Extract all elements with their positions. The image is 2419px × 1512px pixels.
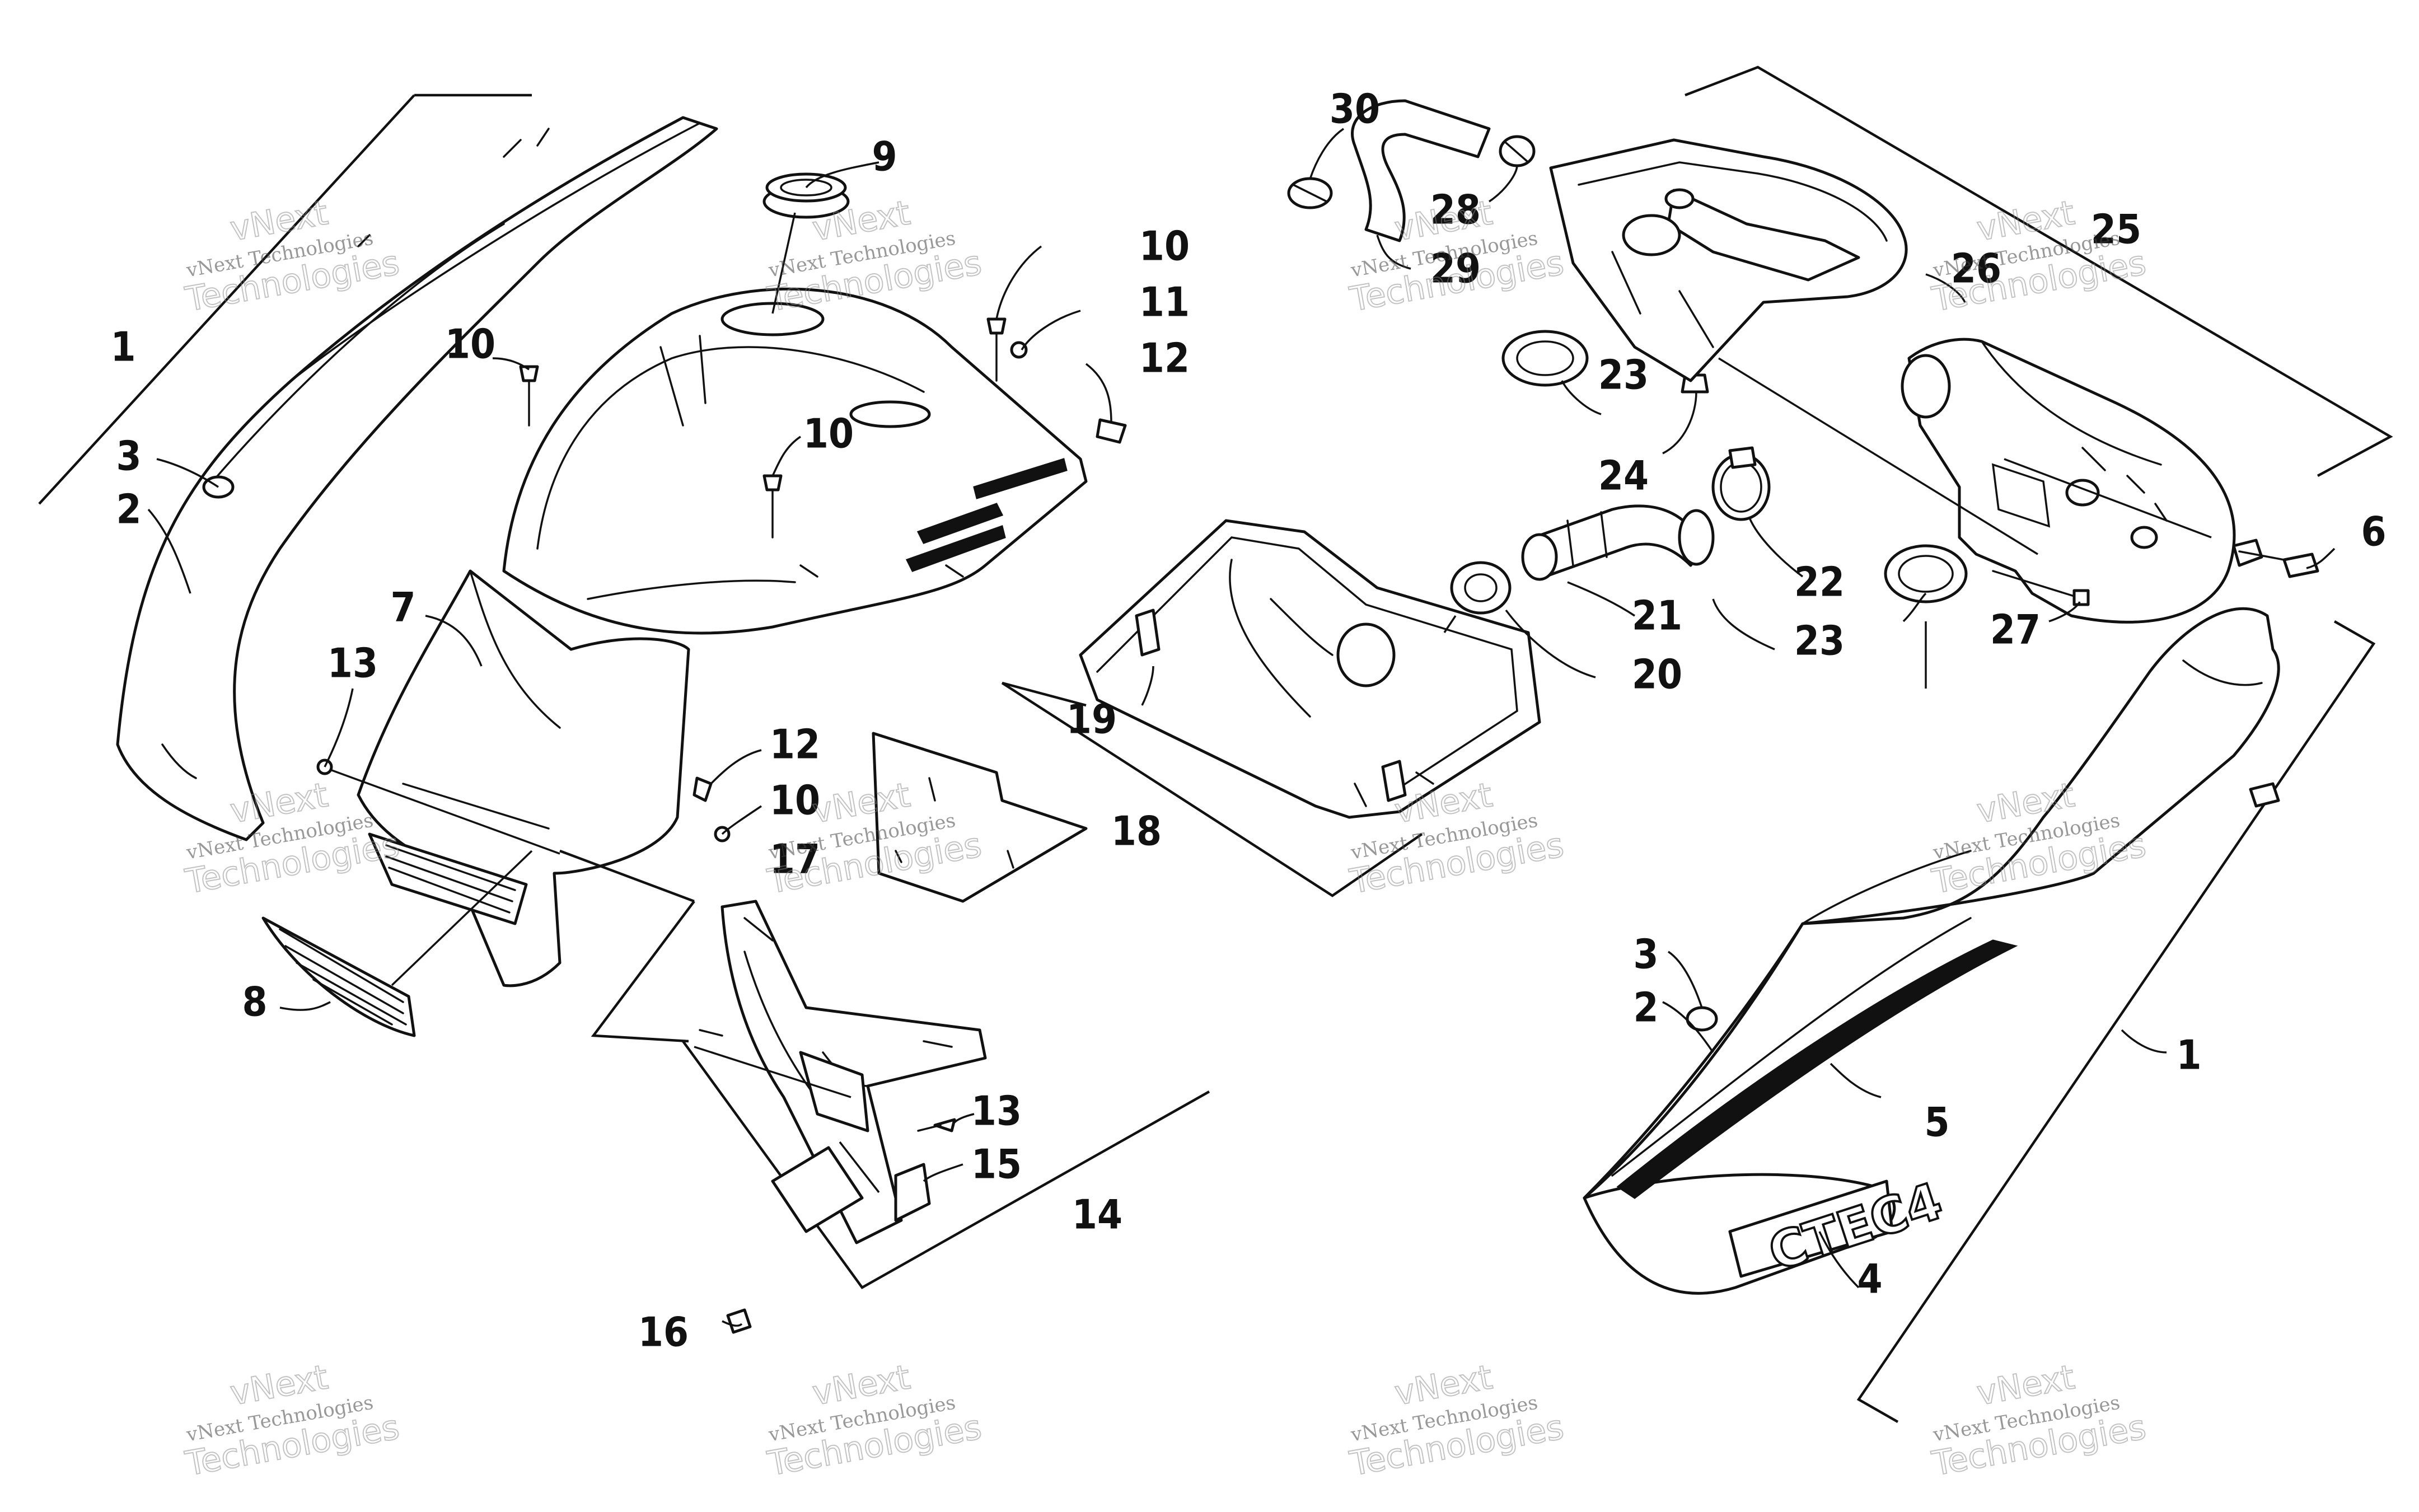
callout-13-a: 13	[327, 640, 378, 687]
callout-30: 30	[1330, 86, 1380, 133]
leaders-right-panel	[1662, 951, 2167, 1289]
watermark-r3c2: vNext vNext Technologies Technologies	[764, 1357, 985, 1484]
watermark-r3c1: vNext vNext Technologies Technologies	[182, 1357, 403, 1484]
callout-6: 6	[2361, 508, 2386, 555]
bracket-part-14	[591, 900, 1210, 1289]
bracket-part-25	[1685, 65, 2393, 477]
callout-labels: 1 3 2 10 9 10 11 12 10 7 13 12 10 17 8 1…	[110, 86, 2386, 1356]
part-22-clamp	[1711, 446, 1771, 521]
part-20-boot	[1450, 561, 1512, 615]
watermark-r3c3: vNext vNext Technologies Technologies	[1346, 1357, 1568, 1484]
callout-2-right: 2	[1633, 984, 1658, 1031]
watermark-r2c1: vNext vNext Technologies Technologies	[182, 775, 403, 902]
watermark-r1c1: vNext vNext Technologies Technologies	[182, 193, 403, 320]
callout-3-left: 3	[116, 433, 141, 480]
callout-23-a: 23	[1598, 352, 1649, 399]
part-18-airbox	[1079, 519, 1541, 819]
nose-cowl	[357, 569, 690, 987]
bracket-part-18	[1001, 681, 1423, 897]
fastener-27	[1992, 570, 2090, 606]
part-8-grille	[261, 916, 416, 1037]
callout-29: 29	[1430, 245, 1481, 292]
right-side-panel: CTEC4	[1583, 607, 2280, 1295]
leaders-left	[147, 161, 1112, 1011]
callout-19: 19	[1066, 696, 1117, 743]
callout-11: 11	[1139, 279, 1190, 326]
callout-7: 7	[390, 584, 415, 631]
callout-10-b: 10	[1139, 223, 1190, 270]
part-14-lower-panel	[699, 900, 987, 1244]
callout-10-d: 10	[770, 777, 820, 824]
part-17-patch	[872, 732, 1088, 903]
callout-12-a: 12	[1139, 335, 1190, 382]
callout-12-b: 12	[770, 721, 820, 768]
callout-8: 8	[242, 979, 267, 1026]
callout-14: 14	[1072, 1191, 1122, 1238]
callout-9: 9	[872, 133, 897, 180]
part-9-grommet	[762, 172, 850, 219]
callout-13-b: 13	[971, 1088, 1022, 1135]
fasteners-14	[726, 1118, 956, 1334]
part-25-intake	[1549, 138, 1908, 382]
callout-17: 17	[770, 836, 820, 883]
part-23a-boot	[1501, 330, 1589, 387]
callout-3-right: 3	[1633, 931, 1658, 978]
callout-5: 5	[1924, 1099, 1949, 1146]
callout-10-c: 10	[803, 410, 854, 457]
callout-16: 16	[638, 1309, 689, 1356]
callout-23-b: 23	[1794, 617, 1845, 664]
callout-21: 21	[1632, 592, 1682, 639]
leaders-right	[1712, 273, 2336, 689]
part-6-clip	[2232, 539, 2319, 578]
callout-28: 28	[1430, 186, 1481, 233]
callout-2-left: 2	[116, 486, 141, 533]
callout-27: 27	[1990, 606, 2041, 653]
callout-10-a: 10	[445, 321, 495, 368]
leaders-duct	[1443, 319, 1804, 678]
callout-26: 26	[1951, 245, 2001, 292]
part-30-hose	[1287, 99, 1491, 242]
part-23b-boot	[1884, 544, 1968, 603]
callout-1-left: 1	[110, 324, 135, 371]
part-21-duct	[1521, 504, 1715, 581]
leaders-hose	[1309, 128, 1518, 270]
callout-15: 15	[971, 1141, 1022, 1188]
leaders-14	[694, 1046, 975, 1327]
leader-19	[1141, 666, 1154, 706]
bracket-part-14b	[559, 849, 695, 903]
callout-22: 22	[1794, 559, 1845, 606]
left-side-panel	[116, 116, 718, 841]
callout-4: 4	[1857, 1256, 1882, 1303]
bracket-part-1-left	[38, 93, 532, 505]
part-28-clamp	[1499, 135, 1536, 167]
callout-25: 25	[2091, 206, 2141, 253]
callout-20: 20	[1632, 651, 1682, 698]
right-intake-body	[1901, 338, 2236, 624]
fasteners-left	[316, 317, 1127, 842]
watermark-r3c4: vNext vNext Technologies Technologies	[1929, 1357, 2150, 1484]
bracket-part-1-right	[1856, 620, 2376, 1423]
callout-1-right: 1	[2176, 1032, 2201, 1079]
hood-upper	[502, 287, 1088, 635]
callout-18: 18	[1111, 808, 1162, 855]
callout-24: 24	[1598, 452, 1649, 499]
